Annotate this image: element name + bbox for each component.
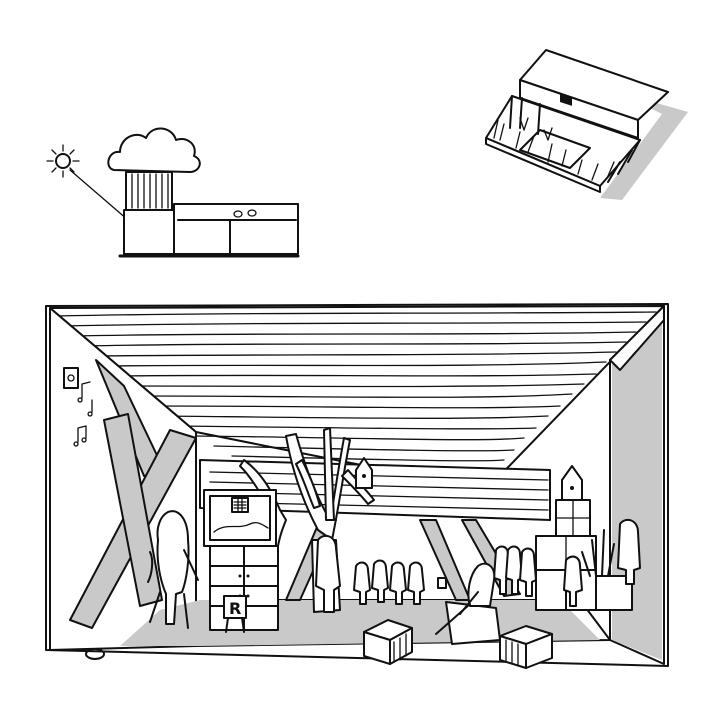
cloud-icon xyxy=(107,127,201,173)
crate-right xyxy=(499,625,553,669)
plant-right xyxy=(581,529,615,577)
figure-standing-left xyxy=(147,510,199,629)
box-letter: R xyxy=(229,599,241,618)
speaker-icon xyxy=(63,367,79,389)
building-section xyxy=(118,203,300,258)
music-notes-icon xyxy=(73,381,93,447)
figure-seated-chair xyxy=(435,562,501,645)
birdhouse-icon xyxy=(355,457,373,489)
letter-box: R xyxy=(223,595,247,633)
figure-right-boxes xyxy=(563,518,641,607)
rain-icon xyxy=(125,171,173,211)
display-screen xyxy=(203,489,277,547)
crate-left xyxy=(363,619,413,665)
isometric-building xyxy=(485,49,688,200)
sun-icon xyxy=(46,144,80,178)
ceiling-slats xyxy=(55,311,657,472)
crowd-figures xyxy=(315,534,537,613)
section-diagram xyxy=(46,127,300,258)
wall-sign xyxy=(437,577,447,589)
birdhouse-right-icon xyxy=(561,465,583,501)
interior-perspective: R xyxy=(45,303,669,669)
floor-drain-icon xyxy=(85,648,105,660)
